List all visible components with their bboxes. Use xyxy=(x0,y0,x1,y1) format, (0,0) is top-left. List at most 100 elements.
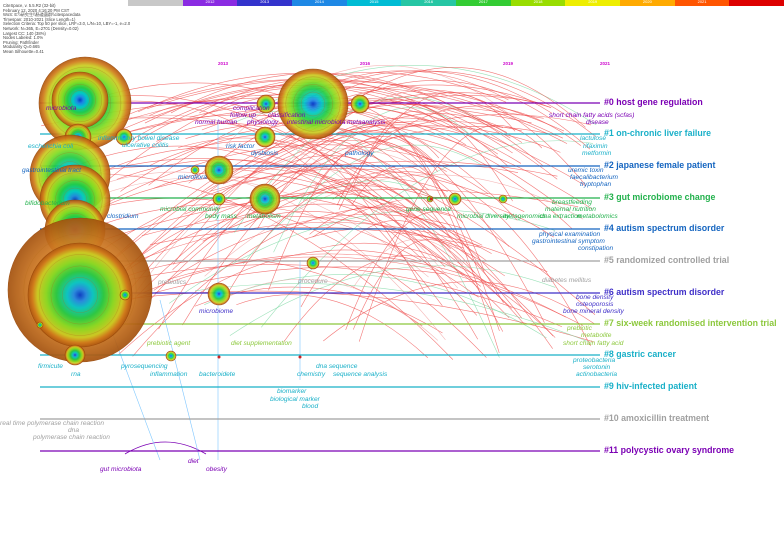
term-label: clostridium xyxy=(107,213,139,220)
co-citation-arc xyxy=(85,95,450,263)
citation-node[interactable] xyxy=(217,355,221,359)
term-label: metagenomics xyxy=(503,213,546,220)
term-label: obesity xyxy=(206,466,227,473)
term-label: pyrosequencing xyxy=(121,363,168,370)
cluster-label[interactable]: #8 gastric cancer xyxy=(604,349,676,359)
timeline-year-label: 2021 xyxy=(600,61,611,66)
citation-node[interactable] xyxy=(27,242,133,348)
cluster-label[interactable]: #10 amoxicillin treatment xyxy=(604,413,710,423)
cluster-label[interactable]: #4 autism spectrum disorder xyxy=(604,223,725,233)
cluster-label[interactable]: #2 japanese female patient xyxy=(604,160,716,170)
year-swatch xyxy=(729,0,784,6)
citation-ring xyxy=(300,91,326,117)
co-citation-arc xyxy=(273,107,470,253)
co-citation-arc xyxy=(189,103,557,204)
citation-node[interactable] xyxy=(249,183,281,215)
term-label: actinobacteria xyxy=(576,371,618,378)
year-swatch: 2016 xyxy=(401,0,457,6)
term-label: real time polymerase chain reaction xyxy=(0,420,105,427)
term-label: metformin xyxy=(582,150,612,157)
co-citation-arc xyxy=(351,165,485,272)
co-citation-arc xyxy=(186,122,593,210)
co-citation-arc xyxy=(194,283,590,343)
co-citation-arc xyxy=(136,114,592,297)
co-citation-arc xyxy=(69,177,429,278)
citation-node[interactable] xyxy=(498,194,508,204)
timeline-year-label: 2019 xyxy=(503,61,514,66)
citation-node[interactable] xyxy=(64,344,86,366)
co-citation-arc xyxy=(314,131,572,229)
cluster-label[interactable]: #3 gut microbiome change xyxy=(604,192,716,202)
co-citation-arc xyxy=(140,192,426,257)
co-citation-arc xyxy=(90,222,548,282)
co-citation-arc xyxy=(103,264,563,328)
citation-ring xyxy=(285,76,341,132)
citespace-info-panel: CiteSpace, v. 5.5.R2 (32-bit)February 12… xyxy=(3,3,130,55)
co-citation-arc xyxy=(127,148,431,305)
citation-ring xyxy=(293,84,333,124)
term-label: prebiotic agent xyxy=(147,340,191,347)
term-label: inflammation xyxy=(150,371,188,378)
cluster-label[interactable]: #5 randomized controlled trial xyxy=(604,255,730,265)
year-swatch-label: 2017 xyxy=(478,0,488,4)
citation-node[interactable] xyxy=(165,350,177,362)
citation-node[interactable] xyxy=(254,126,276,148)
citation-node[interactable] xyxy=(51,71,109,129)
co-citation-arc xyxy=(332,171,591,347)
citation-node[interactable] xyxy=(256,94,276,114)
citation-ring xyxy=(207,158,231,182)
citation-node[interactable] xyxy=(119,289,131,301)
citation-ring xyxy=(259,193,271,205)
cluster-label[interactable]: #7 six-week randomised intervention tria… xyxy=(604,318,777,328)
year-swatch: 2013 xyxy=(237,0,293,6)
year-swatch: 2019 xyxy=(565,0,621,6)
citation-node[interactable] xyxy=(350,94,370,114)
co-citation-arc xyxy=(210,160,558,192)
term-label: physical examination xyxy=(539,231,601,238)
co-citation-arc xyxy=(147,78,563,139)
year-swatch-label: 2013 xyxy=(260,0,270,4)
term-label: lactulose xyxy=(580,135,607,142)
citation-ring xyxy=(62,277,98,313)
cluster-label[interactable]: #9 hiv-infected patient xyxy=(604,381,697,391)
cluster-label[interactable]: #1 on-chronic liver failure xyxy=(604,128,712,138)
year-swatch: 2015 xyxy=(346,0,402,6)
co-citation-arc xyxy=(126,124,463,294)
term-label: gastrointestinal tract xyxy=(22,167,82,174)
term-label: microbiota xyxy=(46,105,77,112)
cluster-label[interactable]: #11 polycystic ovary syndrome xyxy=(604,445,735,455)
citation-node[interactable] xyxy=(207,282,231,306)
cluster-label[interactable]: #6 autism spectrum disorder xyxy=(604,287,725,297)
cluster-label[interactable]: #0 host gene regulation xyxy=(604,97,703,107)
info-line: Nodes Labeled: 1.0% xyxy=(3,35,44,41)
citation-node[interactable] xyxy=(306,256,320,270)
citation-node[interactable] xyxy=(448,192,462,206)
term-label: escherichia coli xyxy=(28,143,74,150)
co-citation-arc xyxy=(284,155,504,304)
citation-node[interactable] xyxy=(277,68,349,140)
co-citation-arcs xyxy=(40,65,597,455)
info-line: Mean Silhouette=0.41 xyxy=(3,48,44,54)
co-citation-arc xyxy=(300,220,451,308)
co-citation-arc xyxy=(319,242,556,338)
citation-node[interactable] xyxy=(298,355,302,359)
info-line: Modularity Q=0.665 xyxy=(3,44,40,50)
citation-node[interactable] xyxy=(212,192,226,206)
co-citation-arc xyxy=(91,147,446,268)
co-citation-arc xyxy=(266,166,553,349)
citation-node[interactable] xyxy=(204,155,234,185)
term-label: chemistry xyxy=(297,371,326,378)
citation-node[interactable] xyxy=(190,165,200,175)
citation-node[interactable] xyxy=(36,321,44,329)
citation-node[interactable] xyxy=(115,128,133,146)
co-citation-arc xyxy=(261,140,593,328)
term-label: metabolism xyxy=(247,213,281,220)
timeline-year-label: 2013 xyxy=(218,61,229,66)
info-line: Pruning: Pathfinder xyxy=(3,39,39,45)
year-swatch: 2021 xyxy=(674,0,730,6)
citation-node[interactable] xyxy=(429,197,433,201)
co-citation-arc xyxy=(147,140,431,230)
term-label: diet xyxy=(188,458,199,465)
co-citation-arc xyxy=(216,278,439,341)
co-citation-arc xyxy=(199,78,508,167)
